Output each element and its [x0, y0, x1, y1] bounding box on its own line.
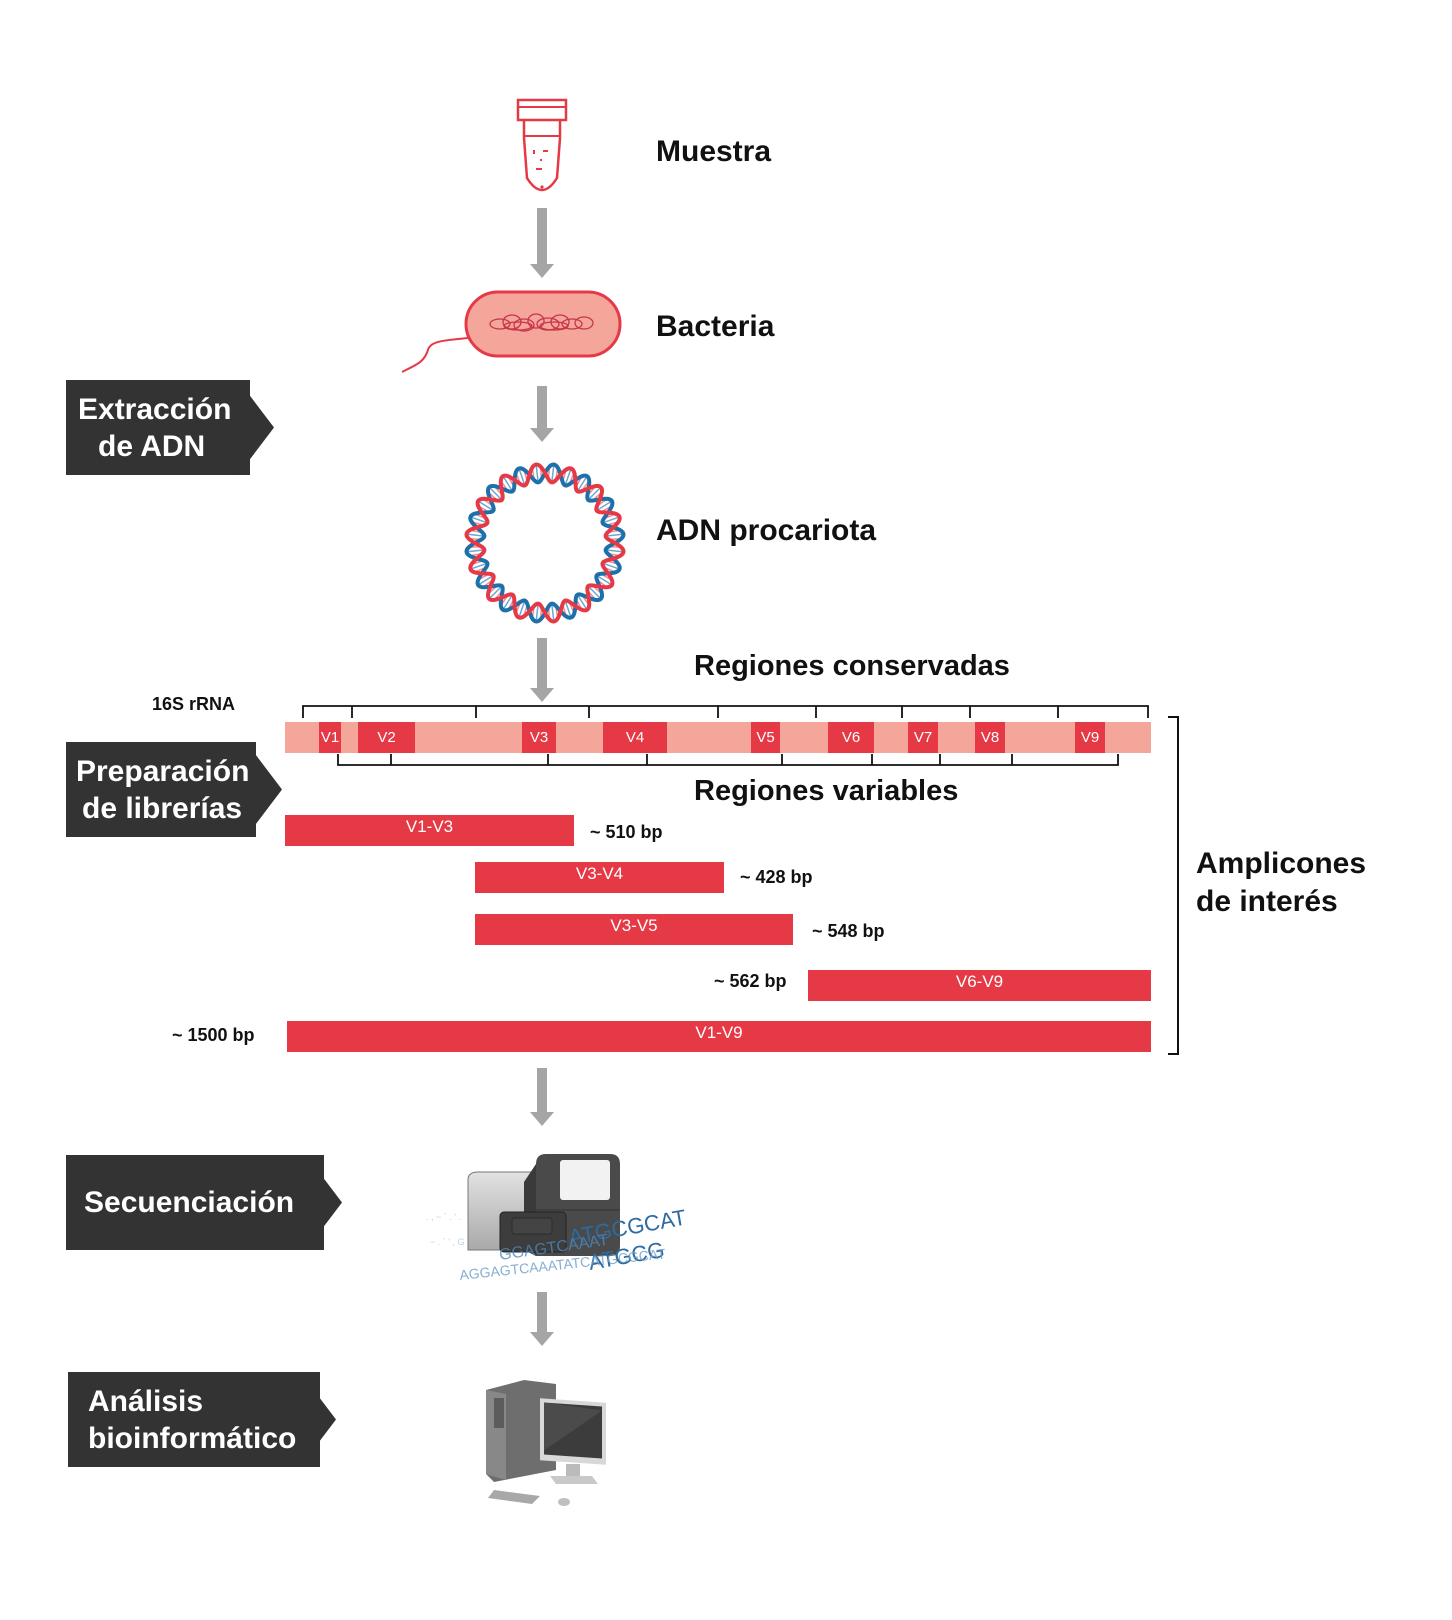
stage-sequencing-line1: Secuenciación — [84, 1186, 295, 1219]
amplicon-size: ~ 562 bp — [714, 971, 787, 991]
variable-region-v2: V2 — [358, 722, 415, 753]
stage-dna-extraction-line1: Extracción — [78, 392, 232, 426]
amplicon-bar: V6-V9 — [808, 970, 1151, 1001]
stage-bioinformatics: Análisis bioinformático — [68, 1372, 336, 1467]
variable-region-v3: V3 — [522, 722, 556, 753]
stage-library-prep-line2: de librerías — [82, 791, 243, 825]
step-dna-label: ADN procariota — [656, 514, 877, 547]
variable-regions-label: Regiones variables — [694, 775, 959, 807]
amplicons-bracket — [1168, 716, 1179, 1055]
amplicon-bar: V1-V9 — [287, 1021, 1151, 1052]
amplicon-size: ~ 428 bp — [740, 867, 813, 887]
stage-library-prep: Preparación de librerías — [66, 742, 282, 837]
amplicons-title-line1: Amplicones — [1196, 847, 1367, 880]
amplicon-size: ~ 548 bp — [812, 921, 885, 941]
flow-arrow — [530, 208, 554, 278]
flow-arrow — [530, 638, 554, 702]
step-bacteria-label: Bacteria — [656, 310, 775, 343]
amplicon-size: ~ 510 bp — [590, 822, 663, 842]
stage-library-prep-line1: Preparación — [76, 754, 250, 788]
variable-region-v4: V4 — [603, 722, 667, 753]
flow-arrow — [530, 1292, 554, 1346]
amplicon-name: V3-V5 — [610, 916, 658, 935]
svg-text:. , ~ ` . ' .: . , ~ ` . ' . — [426, 1212, 461, 1222]
gene-16s-bar: V1 V2 V3 V4 V5 V6 V7 V8 V9 — [285, 722, 1151, 753]
computer-icon — [486, 1380, 606, 1506]
variable-region-v5: V5 — [751, 722, 780, 753]
variable-region-v8: V8 — [975, 722, 1005, 753]
flow-arrow — [530, 386, 554, 442]
gene-name-label: 16S rRNA — [152, 694, 236, 714]
variable-region-v9: V9 — [1075, 722, 1105, 753]
sample-tube-icon — [516, 98, 568, 192]
variable-region-v6: V6 — [828, 722, 874, 753]
stage-dna-extraction: Extracción de ADN — [66, 380, 274, 475]
bacteria-icon — [401, 290, 622, 373]
amplicon-size: ~ 1500 bp — [172, 1025, 255, 1045]
dna-strand — [464, 462, 626, 624]
flow-arrow — [530, 1068, 554, 1126]
conserved-bracket — [302, 705, 1149, 766]
svg-text:~ . ` ' , G: ~ . ` ' , G — [430, 1237, 464, 1247]
amplicon-name: V3-V4 — [575, 864, 624, 883]
stage-bioinformatics-line1: Análisis — [88, 1384, 204, 1418]
step-sample-label: Muestra — [656, 135, 772, 168]
variable-region-v1: V1 — [319, 722, 341, 753]
variable-region-v7: V7 — [908, 722, 938, 753]
stage-dna-extraction-line2: de ADN — [98, 429, 206, 463]
sequencer-icon: ATGCGCAT GGAGTCAAAT ATGCG AGGAGTCAAATATC… — [426, 1154, 688, 1283]
circular-dna-icon — [464, 462, 626, 624]
amplicons-title: Amplicones de interés — [1196, 845, 1366, 921]
amplicon-name: V1-V9 — [695, 1023, 743, 1042]
amplicon-name: V1-V3 — [405, 817, 454, 836]
amplicon-bar: V3-V4 — [475, 862, 724, 893]
stage-sequencing: Secuenciación — [66, 1155, 342, 1250]
amplicon-bar: V3-V5 — [475, 914, 793, 945]
stage-bioinformatics-line2: bioinformático — [88, 1421, 297, 1455]
conserved-regions-label: Regiones conservadas — [694, 650, 1010, 682]
amplicon-name: V6-V9 — [955, 972, 1004, 991]
amplicons-title-line2: de interés — [1196, 885, 1338, 918]
amplicon-bar: V1-V3 — [285, 815, 574, 846]
